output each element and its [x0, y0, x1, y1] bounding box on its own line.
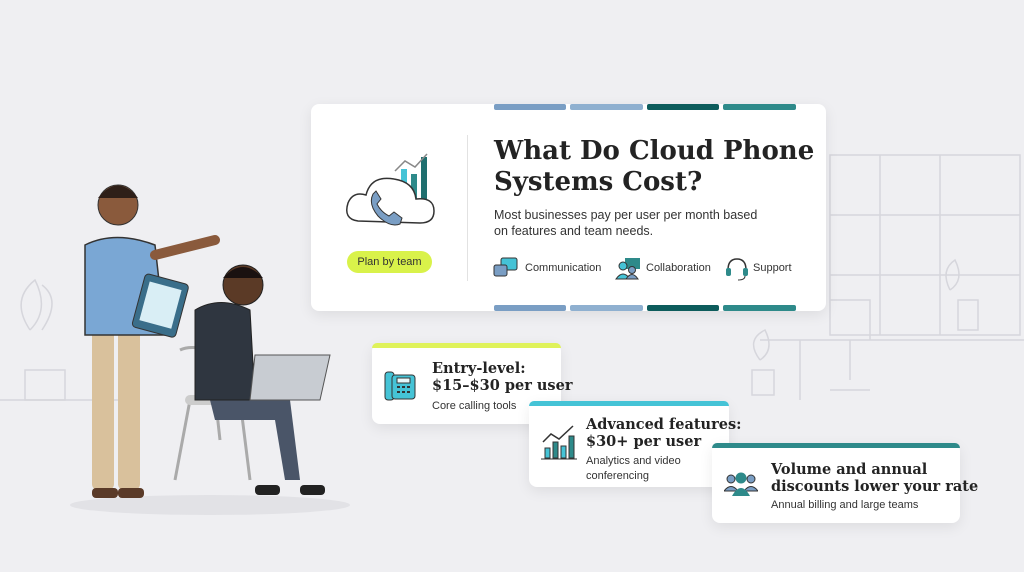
- headset-icon: [726, 258, 748, 281]
- tier-description-line: Analytics and video: [586, 455, 681, 467]
- accent-bar: [723, 305, 796, 311]
- accent-bar: [529, 401, 729, 406]
- tier-card-advanced: Advanced features: $30+ per user Analyti…: [529, 401, 741, 487]
- subtitle-line: on features and team needs.: [494, 224, 654, 238]
- group-icon: [724, 472, 758, 496]
- accent-bar: [494, 305, 566, 311]
- growth-chart-icon: [541, 425, 577, 460]
- tier-description: Analytics and video conferencing: [586, 454, 681, 484]
- accent-bar: [570, 104, 643, 110]
- plan-by-team-pill[interactable]: Plan by team: [347, 251, 432, 273]
- accent-bar: [723, 104, 796, 110]
- tier-title: Volume and annual discounts lower your r…: [771, 461, 978, 495]
- feature-communication: Communication: [525, 262, 602, 274]
- accent-bar: [712, 443, 960, 448]
- tier-title-line: Entry-level:: [432, 360, 526, 377]
- accent-bar: [647, 104, 719, 110]
- tier-description-line: conferencing: [586, 470, 649, 482]
- title-line: What Do Cloud Phone: [494, 136, 815, 166]
- title-line: Systems Cost?: [494, 167, 703, 197]
- tier-description: Core calling tools: [432, 400, 517, 412]
- subtitle-line: Most businesses pay per user per month b…: [494, 208, 758, 222]
- main-info-card: Plan by team What Do Cloud Phone Systems…: [311, 104, 826, 311]
- tier-title-line: Advanced features:: [586, 416, 742, 433]
- tier-description: Annual billing and large teams: [771, 499, 919, 511]
- team-icon: [615, 258, 640, 280]
- vertical-divider: [467, 135, 468, 281]
- tier-card-discounts: Volume and annual discounts lower your r…: [712, 443, 978, 523]
- subtitle: Most businesses pay per user per month b…: [494, 207, 757, 239]
- tier-title-line: $15–$30 per user: [432, 377, 573, 394]
- desk-phone-icon: [384, 371, 416, 401]
- tier-title: Advanced features: $30+ per user: [586, 416, 741, 450]
- page-title: What Do Cloud Phone Systems Cost?: [494, 136, 814, 198]
- cloud-phone-icon: [346, 153, 435, 226]
- tier-title-line: Volume and annual: [771, 461, 928, 478]
- accent-bar: [372, 343, 561, 348]
- chat-bubbles-icon: [493, 257, 518, 277]
- people-illustration: [70, 184, 350, 515]
- feature-collaboration: Collaboration: [646, 262, 711, 274]
- accent-bar: [494, 104, 566, 110]
- tier-title-line: $30+ per user: [586, 433, 702, 450]
- tier-title: Entry-level: $15–$30 per user: [432, 360, 572, 394]
- accent-bar: [570, 305, 643, 311]
- tier-title-line: discounts lower your rate: [771, 478, 979, 495]
- accent-bar: [647, 305, 719, 311]
- feature-support: Support: [753, 262, 792, 274]
